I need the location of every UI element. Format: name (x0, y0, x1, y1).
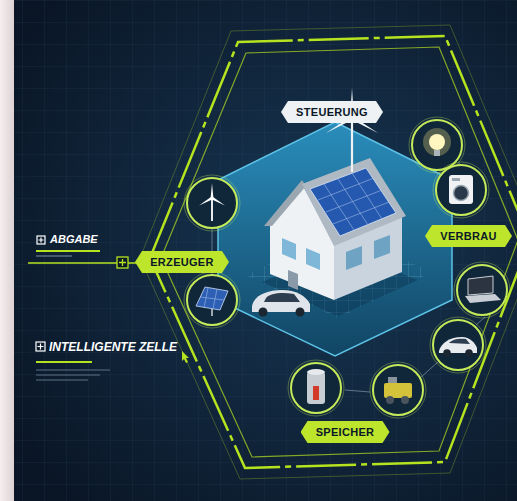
battery-icon-part (307, 372, 325, 404)
left-panel-decoration-part (37, 236, 45, 244)
left-panel-decoration-part (36, 342, 45, 351)
house-illustration-part (306, 248, 320, 270)
left-panel-decoration-part (36, 250, 100, 252)
ring-wires-part (420, 362, 438, 378)
wind-turbine-icon-part-part (211, 197, 225, 207)
section-heading: ABGABE (50, 233, 98, 245)
control-tag: STEUERUNG (281, 101, 383, 123)
house-illustration-part (310, 168, 396, 236)
storage-tag: SPEICHER (301, 421, 390, 443)
laptop-icon-part (454, 262, 510, 318)
house-illustration-part (288, 270, 298, 290)
washing-machine-icon-part (433, 162, 489, 218)
left-panel-decoration-part (117, 257, 128, 268)
house-illustration-part (346, 246, 362, 270)
house-illustration-part (302, 158, 406, 246)
car-icon-part (430, 317, 486, 373)
solar-panel-icon-part (187, 275, 237, 325)
battery-icon-part (307, 369, 325, 375)
tag-text: STEUERUNG (296, 106, 368, 119)
motor-icon-part (384, 383, 412, 398)
background-part (0, 0, 14, 501)
tag-text: ERZEUGER (150, 256, 214, 269)
car-icon-part (449, 339, 470, 344)
wind-turbine-icon-part-part (198, 197, 212, 207)
house-illustration-part (296, 308, 305, 317)
washing-machine-icon-part (436, 165, 486, 215)
motor-icon-part (401, 396, 409, 404)
battery-icon-part (288, 360, 344, 416)
left-panel-decoration-part (38, 344, 44, 350)
left-panel-decoration-part (36, 370, 110, 371)
laptop-icon-part (465, 294, 501, 303)
house-illustration-part (259, 308, 268, 317)
washing-machine-icon-part (449, 175, 473, 204)
laptop-icon-part (468, 276, 493, 295)
motor-icon-part (386, 396, 394, 404)
lamp-icon-part (434, 150, 440, 156)
solar-panel-icon-part (196, 287, 228, 310)
wind-turbine-icon-part-part (211, 183, 214, 198)
solar-panel-icon (184, 272, 240, 328)
left-panel-decoration-part (36, 380, 88, 381)
house-illustration (252, 88, 418, 317)
washing-machine-icon (433, 162, 489, 218)
washing-machine-icon-part (454, 186, 469, 201)
car-icon-part (443, 349, 451, 357)
motor-icon (370, 362, 426, 418)
battery-icon-part (313, 386, 319, 400)
battery-icon (288, 360, 344, 416)
motor-icon-part (388, 377, 397, 383)
car-icon-part (433, 320, 483, 370)
left-panel-decoration-part (119, 259, 126, 266)
left-panel-decoration-part (36, 375, 100, 376)
wind-turbine-icon-part (211, 198, 213, 221)
lamp-icon-part (423, 128, 451, 156)
cursor-arrow (182, 351, 189, 363)
left-panel-decoration-part (36, 361, 92, 363)
car-icon-part (465, 349, 473, 357)
section-title: INTELLIGENTE ZELLE (49, 339, 177, 354)
wind-turbine-icon (184, 175, 240, 231)
motor-icon-part (370, 362, 426, 418)
left-panel-decoration-part (39, 238, 44, 243)
house-illustration-part (264, 180, 306, 226)
consumer-tag: VERBRAU (425, 225, 512, 247)
house-illustration-part (374, 235, 390, 259)
motor-icon-part (373, 365, 423, 415)
battery-icon-part (291, 363, 341, 413)
tag-text: VERBRAU (440, 230, 497, 243)
house-illustration-part (282, 238, 296, 260)
house-illustration-part (351, 118, 353, 172)
left-panel-decoration (28, 236, 140, 380)
ring-wires (212, 105, 485, 392)
pointer-decoration (182, 351, 189, 363)
car-icon (430, 317, 486, 373)
washing-machine-icon-part (452, 178, 460, 181)
producer-tag: ERZEUGER (135, 251, 229, 273)
left-panel-decoration-part (36, 256, 72, 257)
solar-panel-icon-part (200, 288, 224, 309)
tag-text: SPEICHER (316, 426, 375, 439)
icon-circles (184, 117, 510, 418)
laptop-icon (454, 262, 510, 318)
solar-panel-icon-part (211, 309, 213, 316)
ring-wires-part (345, 390, 370, 392)
solar-panel-icon-part (184, 272, 240, 328)
wind-turbine-icon-part (198, 183, 225, 207)
house-illustration-part (264, 293, 300, 302)
laptop-icon-part (457, 265, 507, 315)
wind-turbine-icon-part (187, 178, 237, 228)
wind-turbine-icon-part (184, 175, 240, 231)
lamp-icon-part (429, 134, 445, 150)
house-illustration-part (318, 173, 389, 230)
